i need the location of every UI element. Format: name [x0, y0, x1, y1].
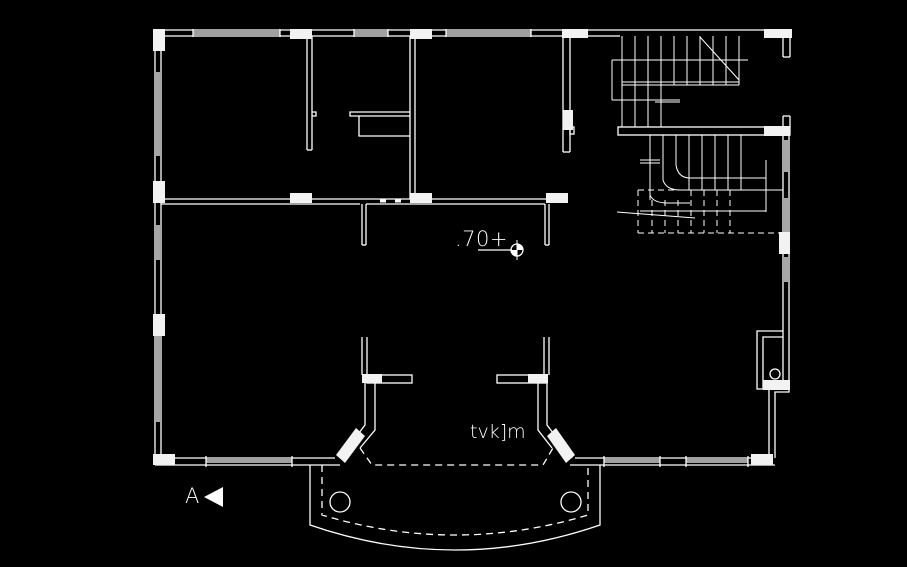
elevation-mark: .70+ — [455, 227, 508, 251]
window-left-1 — [156, 72, 160, 156]
entrance-porch — [309, 465, 601, 551]
room-label: tvk]m — [470, 421, 526, 443]
window-right-1 — [784, 140, 788, 282]
window-left-3 — [156, 335, 160, 422]
window-top-2 — [353, 29, 389, 37]
structural-columns — [153, 29, 792, 465]
window-top-3 — [445, 29, 532, 37]
staircase-upper — [611, 36, 748, 127]
section-arrow-icon — [204, 487, 223, 507]
window-top-1 — [192, 29, 281, 37]
walls — [154, 29, 791, 551]
porch-column-left — [329, 491, 351, 513]
section-marker-label: A — [185, 484, 200, 508]
elevation-datum-icon — [478, 240, 524, 260]
staircase-lower — [616, 135, 783, 234]
porch-column-right — [560, 491, 582, 513]
window-left-2 — [156, 225, 160, 260]
